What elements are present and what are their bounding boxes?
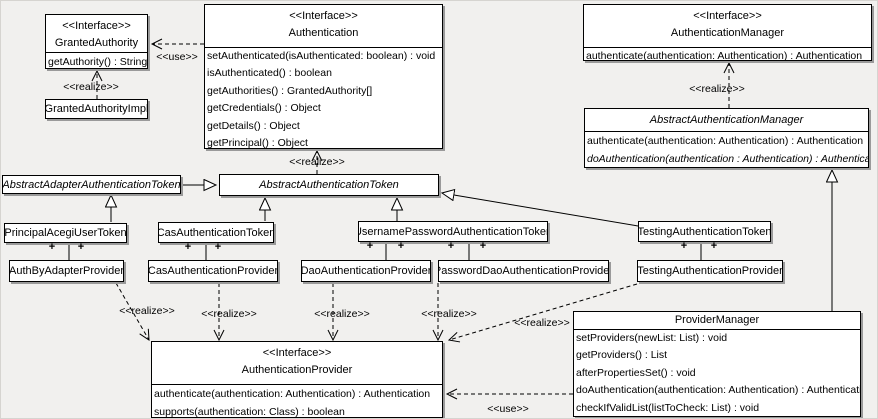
assoc-end-plus: + (214, 241, 222, 253)
use-label: <<use>> (487, 403, 529, 415)
assoc-end-plus: + (710, 240, 718, 252)
assoc-end-plus: + (48, 241, 56, 253)
method: supports(authentication: Class) : boolea… (154, 406, 345, 418)
method: authenticate(authentication: Authenticat… (587, 135, 864, 147)
class-name: GrantedAuthorityImpl (46, 103, 147, 115)
class-name: GrantedAuthority (54, 36, 139, 49)
class-provider-manager[interactable]: ProviderManager setProviders(newList: Li… (573, 311, 861, 417)
class-cas-authentication-token[interactable]: CasAuthenticationToken (158, 222, 274, 243)
method: getCredentials() : Object (207, 102, 321, 115)
stereotype: <<Interface>> (262, 347, 332, 359)
class-testing-authentication-token[interactable]: TestingAuthenticationToken (638, 221, 771, 242)
realize-label: <<realize>> (314, 308, 370, 320)
class-name: AbstractAuthenticationManager (585, 109, 868, 132)
class-granted-authority-impl[interactable]: GrantedAuthorityImpl (45, 99, 148, 119)
stereotype: <<Interface>> (62, 20, 131, 32)
class-name: AuthenticationManager (670, 26, 785, 39)
method: getAuthorities() : GrantedAuthority[] (207, 84, 373, 97)
method: setProviders(newList: List) : void (576, 332, 728, 344)
assoc-end-plus: + (447, 240, 455, 252)
stereotype: <<Interface>> (289, 10, 358, 22)
class-authentication-manager[interactable]: <<Interface>> AuthenticationManager auth… (583, 4, 872, 61)
class-name: AbstractAdapterAuthenticationToken (3, 178, 180, 191)
class-name: TestingAuthenticationToken (639, 225, 770, 238)
method: doAuthentication(authentication : Authen… (587, 153, 868, 165)
class-authentication-provider[interactable]: <<Interface>> AuthenticationProvider aut… (151, 341, 443, 418)
method: doAuthentication(authentication: Authent… (576, 384, 860, 397)
realize-label: <<realize>> (689, 83, 745, 95)
realize-label: <<realize>> (201, 308, 257, 320)
class-username-password-authentication-token[interactable]: UsernamePasswordAuthenticationToken (358, 221, 548, 242)
class-abstract-adapter-authentication-token[interactable]: AbstractAdapterAuthenticationToken (2, 175, 181, 194)
class-dao-authentication-provider[interactable]: DaoAuthenticationProvider (301, 260, 431, 282)
class-granted-authority[interactable]: <<Interface>> GrantedAuthority getAuthor… (45, 14, 148, 69)
class-cas-authentication-provider[interactable]: CasAuthenticationProvider (148, 260, 278, 282)
class-name: AbstractAuthenticationToken (259, 179, 399, 191)
edge-realize-authbyadapter-authprovider (115, 282, 150, 341)
assoc-end-plus: + (397, 240, 405, 252)
class-name: AuthByAdapterProvider (10, 265, 123, 277)
class-name: AuthenticationProvider (241, 363, 353, 376)
class-name: Authentication (288, 26, 359, 39)
assoc-end-plus: + (366, 240, 374, 252)
class-name: UsernamePasswordAuthenticationToken (359, 225, 547, 238)
realize-label: <<realize>> (119, 305, 175, 317)
class-name: PasswordDaoAuthenticationProvider (439, 265, 608, 277)
use-label: <<use>> (156, 51, 198, 63)
method: checkIfValidList(listToCheck: List) : vo… (576, 401, 760, 414)
class-name: PrincipalAcegiUserToken (5, 227, 126, 239)
realize-label: <<realize>> (421, 308, 477, 320)
class-name: CasAuthenticationToken (159, 226, 273, 239)
class-name: TestingAuthenticationProvider (638, 265, 782, 277)
assoc-end-plus: + (680, 240, 688, 252)
class-authentication[interactable]: <<Interface>> Authentication setAuthenti… (204, 4, 443, 149)
class-name: ProviderManager (574, 312, 860, 330)
class-testing-authentication-provider[interactable]: TestingAuthenticationProvider (637, 260, 783, 282)
class-name: CasAuthenticationProvider (149, 265, 277, 277)
class-abstract-authentication-manager[interactable]: AbstractAuthenticationManager authentica… (584, 108, 869, 168)
class-auth-by-adapter-provider[interactable]: AuthByAdapterProvider (9, 260, 124, 282)
stereotype: <<Interface>> (693, 10, 762, 22)
edge-realize-testingprovider-authprovider (447, 283, 638, 343)
method: afterPropertiesSet() : void (576, 366, 696, 379)
class-name: DaoAuthenticationProvider (302, 265, 430, 277)
class-password-dao-authentication-provider[interactable]: PasswordDaoAuthenticationProvider (438, 260, 609, 282)
method: getDetails() : Object (207, 119, 300, 132)
method: getAuthority() : String (48, 56, 147, 68)
assoc-end-plus: + (77, 241, 85, 253)
class-principal-acegi-user-token[interactable]: PrincipalAcegiUserToken (4, 223, 127, 243)
edge-gen-testingtoken-authtoken (442, 193, 639, 227)
realize-label: <<realize>> (63, 81, 119, 93)
method: getPrincipal() : Object (207, 137, 308, 149)
method: isAuthenticated() : boolean (207, 67, 332, 80)
method: setAuthenticated(isAuthenticated: boolea… (207, 50, 436, 62)
assoc-end-plus: + (479, 240, 487, 252)
method: authenticate(authentication: Authenticat… (586, 50, 863, 61)
method: authenticate(authentication: Authenticat… (154, 388, 431, 400)
class-abstract-authentication-token[interactable]: AbstractAuthenticationToken (219, 174, 439, 196)
realize-label: <<realize>> (289, 156, 345, 168)
realize-label: <<realize>> (514, 317, 570, 329)
method: getProviders() : List (576, 349, 668, 362)
assoc-end-plus: + (184, 241, 192, 253)
